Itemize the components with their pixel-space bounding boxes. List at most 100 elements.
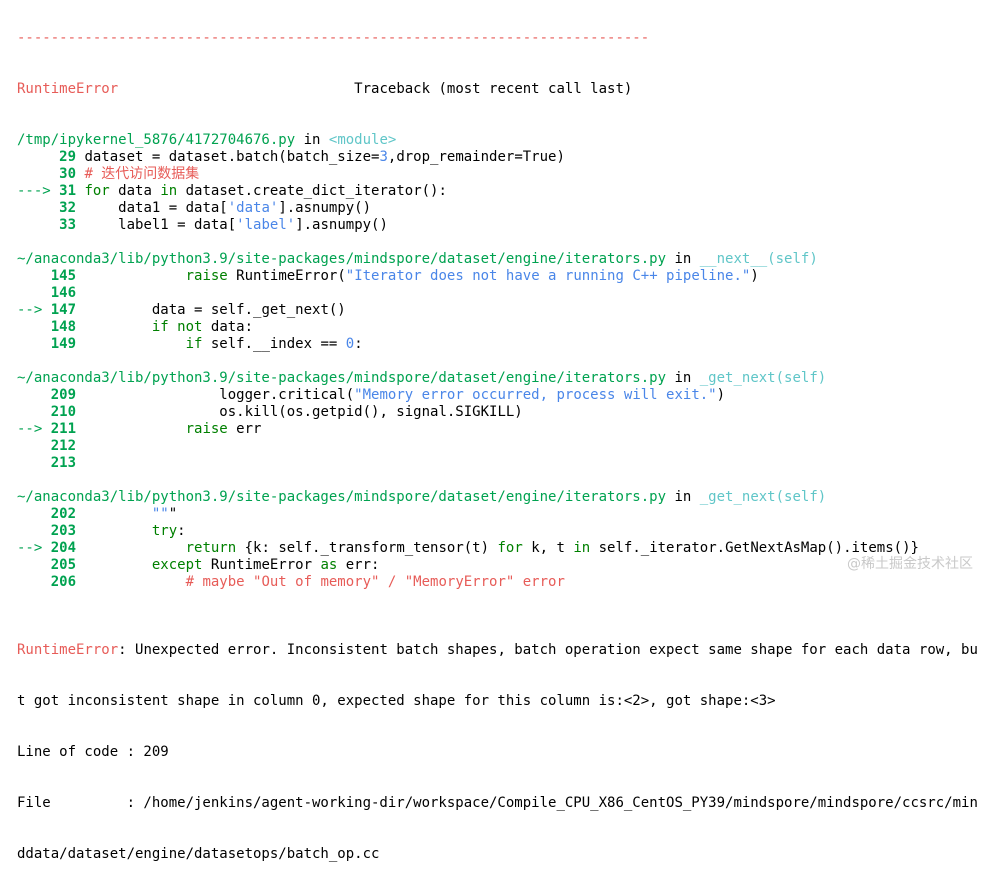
current-line-marker: --> bbox=[17, 540, 51, 556]
current-line-marker bbox=[17, 200, 59, 216]
blank-line bbox=[17, 234, 978, 251]
current-line-marker bbox=[17, 506, 51, 522]
code-text: data = self._get_next() bbox=[76, 302, 346, 318]
line-number: 33 bbox=[59, 217, 77, 233]
line-number: 202 bbox=[50, 506, 77, 522]
current-line-marker: --> bbox=[17, 302, 51, 318]
separator-line: ----------------------------------------… bbox=[17, 30, 650, 46]
current-line-marker bbox=[17, 336, 51, 352]
code-line: 148 if not data: bbox=[17, 319, 978, 336]
code-text: # 迭代访问数据集 bbox=[84, 166, 200, 182]
watermark: @稀土掘金技术社区 bbox=[847, 556, 973, 572]
current-line-marker bbox=[17, 387, 51, 403]
blank-line bbox=[17, 591, 978, 608]
line-number: 213 bbox=[50, 455, 77, 471]
frame-in-keyword: in bbox=[674, 489, 692, 505]
current-line-marker bbox=[17, 285, 51, 301]
frame-function: __next__(self) bbox=[699, 251, 818, 267]
line-number: 32 bbox=[59, 200, 77, 216]
line-number: 210 bbox=[50, 404, 77, 420]
code-line: 203 try: bbox=[17, 523, 978, 540]
error-name: RuntimeError bbox=[17, 81, 119, 97]
current-line-marker: ---> bbox=[17, 183, 60, 199]
code-text: if not data: bbox=[151, 319, 254, 335]
code-text: if self.__index == 0: bbox=[185, 336, 363, 352]
code-line: 202 """ bbox=[17, 506, 978, 523]
frame-in-keyword: in bbox=[674, 251, 692, 267]
code-text: # maybe "Out of memory" / "MemoryError" … bbox=[185, 574, 565, 590]
line-number: 29 bbox=[59, 149, 77, 165]
traceback-output: ----------------------------------------… bbox=[17, 0, 978, 880]
frame-function: _get_next(self) bbox=[699, 489, 827, 505]
current-line-marker bbox=[17, 574, 51, 590]
current-line-marker bbox=[17, 268, 51, 284]
current-line-marker bbox=[17, 404, 51, 420]
current-line-marker bbox=[17, 438, 51, 454]
code-text: logger.critical("Memory error occurred, … bbox=[76, 387, 726, 403]
frame-header: ~/anaconda3/lib/python3.9/site-packages/… bbox=[17, 251, 978, 268]
code-line: --> 211 raise err bbox=[17, 421, 978, 438]
code-line: ---> 31 for data in dataset.create_dict_… bbox=[17, 183, 978, 200]
line-of-code: Line of code : 209 bbox=[17, 744, 169, 760]
frame-function: <module> bbox=[328, 132, 397, 148]
code-line: 146 bbox=[17, 285, 978, 302]
frame-function: _get_next(self) bbox=[699, 370, 827, 386]
line-number: 31 bbox=[59, 183, 77, 199]
code-line: 29 dataset = dataset.batch(batch_size=3,… bbox=[17, 149, 978, 166]
current-line-marker bbox=[17, 523, 51, 539]
current-line-marker: --> bbox=[17, 421, 51, 437]
blank-line bbox=[17, 472, 978, 489]
current-line-marker bbox=[17, 217, 59, 233]
file-line-2: ddata/dataset/engine/datasetops/batch_op… bbox=[17, 846, 380, 862]
code-text: os.kill(os.getpid(), signal.SIGKILL) bbox=[76, 404, 523, 420]
line-number: 203 bbox=[50, 523, 77, 539]
frame-in-keyword: in bbox=[303, 132, 321, 148]
code-text: raise RuntimeError("Iterator does not ha… bbox=[185, 268, 759, 284]
traceback-frames: /tmp/ipykernel_5876/4172704676.py in <mo… bbox=[17, 132, 978, 608]
code-line: 32 data1 = data['data'].asnumpy() bbox=[17, 200, 978, 217]
code-line: 212 bbox=[17, 438, 978, 455]
line-number: 147 bbox=[50, 302, 77, 318]
traceback-title: Traceback (most recent call last) bbox=[354, 81, 633, 97]
code-line: --> 147 data = self._get_next() bbox=[17, 302, 978, 319]
frame-file-path: /tmp/ipykernel_5876/4172704676.py bbox=[17, 132, 296, 148]
frame-file-path: ~/anaconda3/lib/python3.9/site-packages/… bbox=[17, 370, 667, 386]
code-text: try: bbox=[151, 523, 186, 539]
code-line: 206 # maybe "Out of memory" / "MemoryErr… bbox=[17, 574, 978, 591]
final-error-message: : Unexpected error. Inconsistent batch s… bbox=[118, 642, 978, 658]
code-line: 210 os.kill(os.getpid(), signal.SIGKILL) bbox=[17, 404, 978, 421]
code-text: except RuntimeError as err: bbox=[151, 557, 380, 573]
code-line: 33 label1 = data['label'].asnumpy() bbox=[17, 217, 978, 234]
frame-header: ~/anaconda3/lib/python3.9/site-packages/… bbox=[17, 370, 978, 387]
code-line: 145 raise RuntimeError("Iterator does no… bbox=[17, 268, 978, 285]
current-line-marker bbox=[17, 319, 51, 335]
final-error-name: RuntimeError bbox=[17, 642, 119, 658]
code-line: 149 if self.__index == 0: bbox=[17, 336, 978, 353]
frame-header: /tmp/ipykernel_5876/4172704676.py in <mo… bbox=[17, 132, 978, 149]
current-line-marker bbox=[17, 149, 59, 165]
frame-header: ~/anaconda3/lib/python3.9/site-packages/… bbox=[17, 489, 978, 506]
final-error-line-2: t got inconsistent shape in column 0, ex… bbox=[17, 693, 776, 709]
code-text: label1 = data['label'].asnumpy() bbox=[76, 217, 388, 233]
line-number: 206 bbox=[50, 574, 77, 590]
final-error-line-1: RuntimeError: Unexpected error. Inconsis… bbox=[17, 642, 978, 659]
code-line: 30 # 迭代访问数据集 bbox=[17, 166, 978, 183]
code-text: raise err bbox=[185, 421, 262, 437]
line-number: 209 bbox=[50, 387, 77, 403]
code-text: for data in dataset.create_dict_iterator… bbox=[84, 183, 447, 199]
frame-file-path: ~/anaconda3/lib/python3.9/site-packages/… bbox=[17, 251, 667, 267]
line-number: 145 bbox=[50, 268, 77, 284]
current-line-marker bbox=[17, 557, 51, 573]
line-number: 146 bbox=[50, 285, 77, 301]
current-line-marker bbox=[17, 166, 59, 182]
line-number: 30 bbox=[59, 166, 77, 182]
line-number: 212 bbox=[50, 438, 77, 454]
code-text: data1 = data['data'].asnumpy() bbox=[76, 200, 372, 216]
blank-line bbox=[17, 353, 978, 370]
code-line: 213 bbox=[17, 455, 978, 472]
current-line-marker bbox=[17, 455, 51, 471]
code-line: --> 204 return {k: self._transform_tenso… bbox=[17, 540, 978, 557]
line-number: 205 bbox=[50, 557, 77, 573]
frame-in-keyword: in bbox=[674, 370, 692, 386]
code-line: 209 logger.critical("Memory error occurr… bbox=[17, 387, 978, 404]
